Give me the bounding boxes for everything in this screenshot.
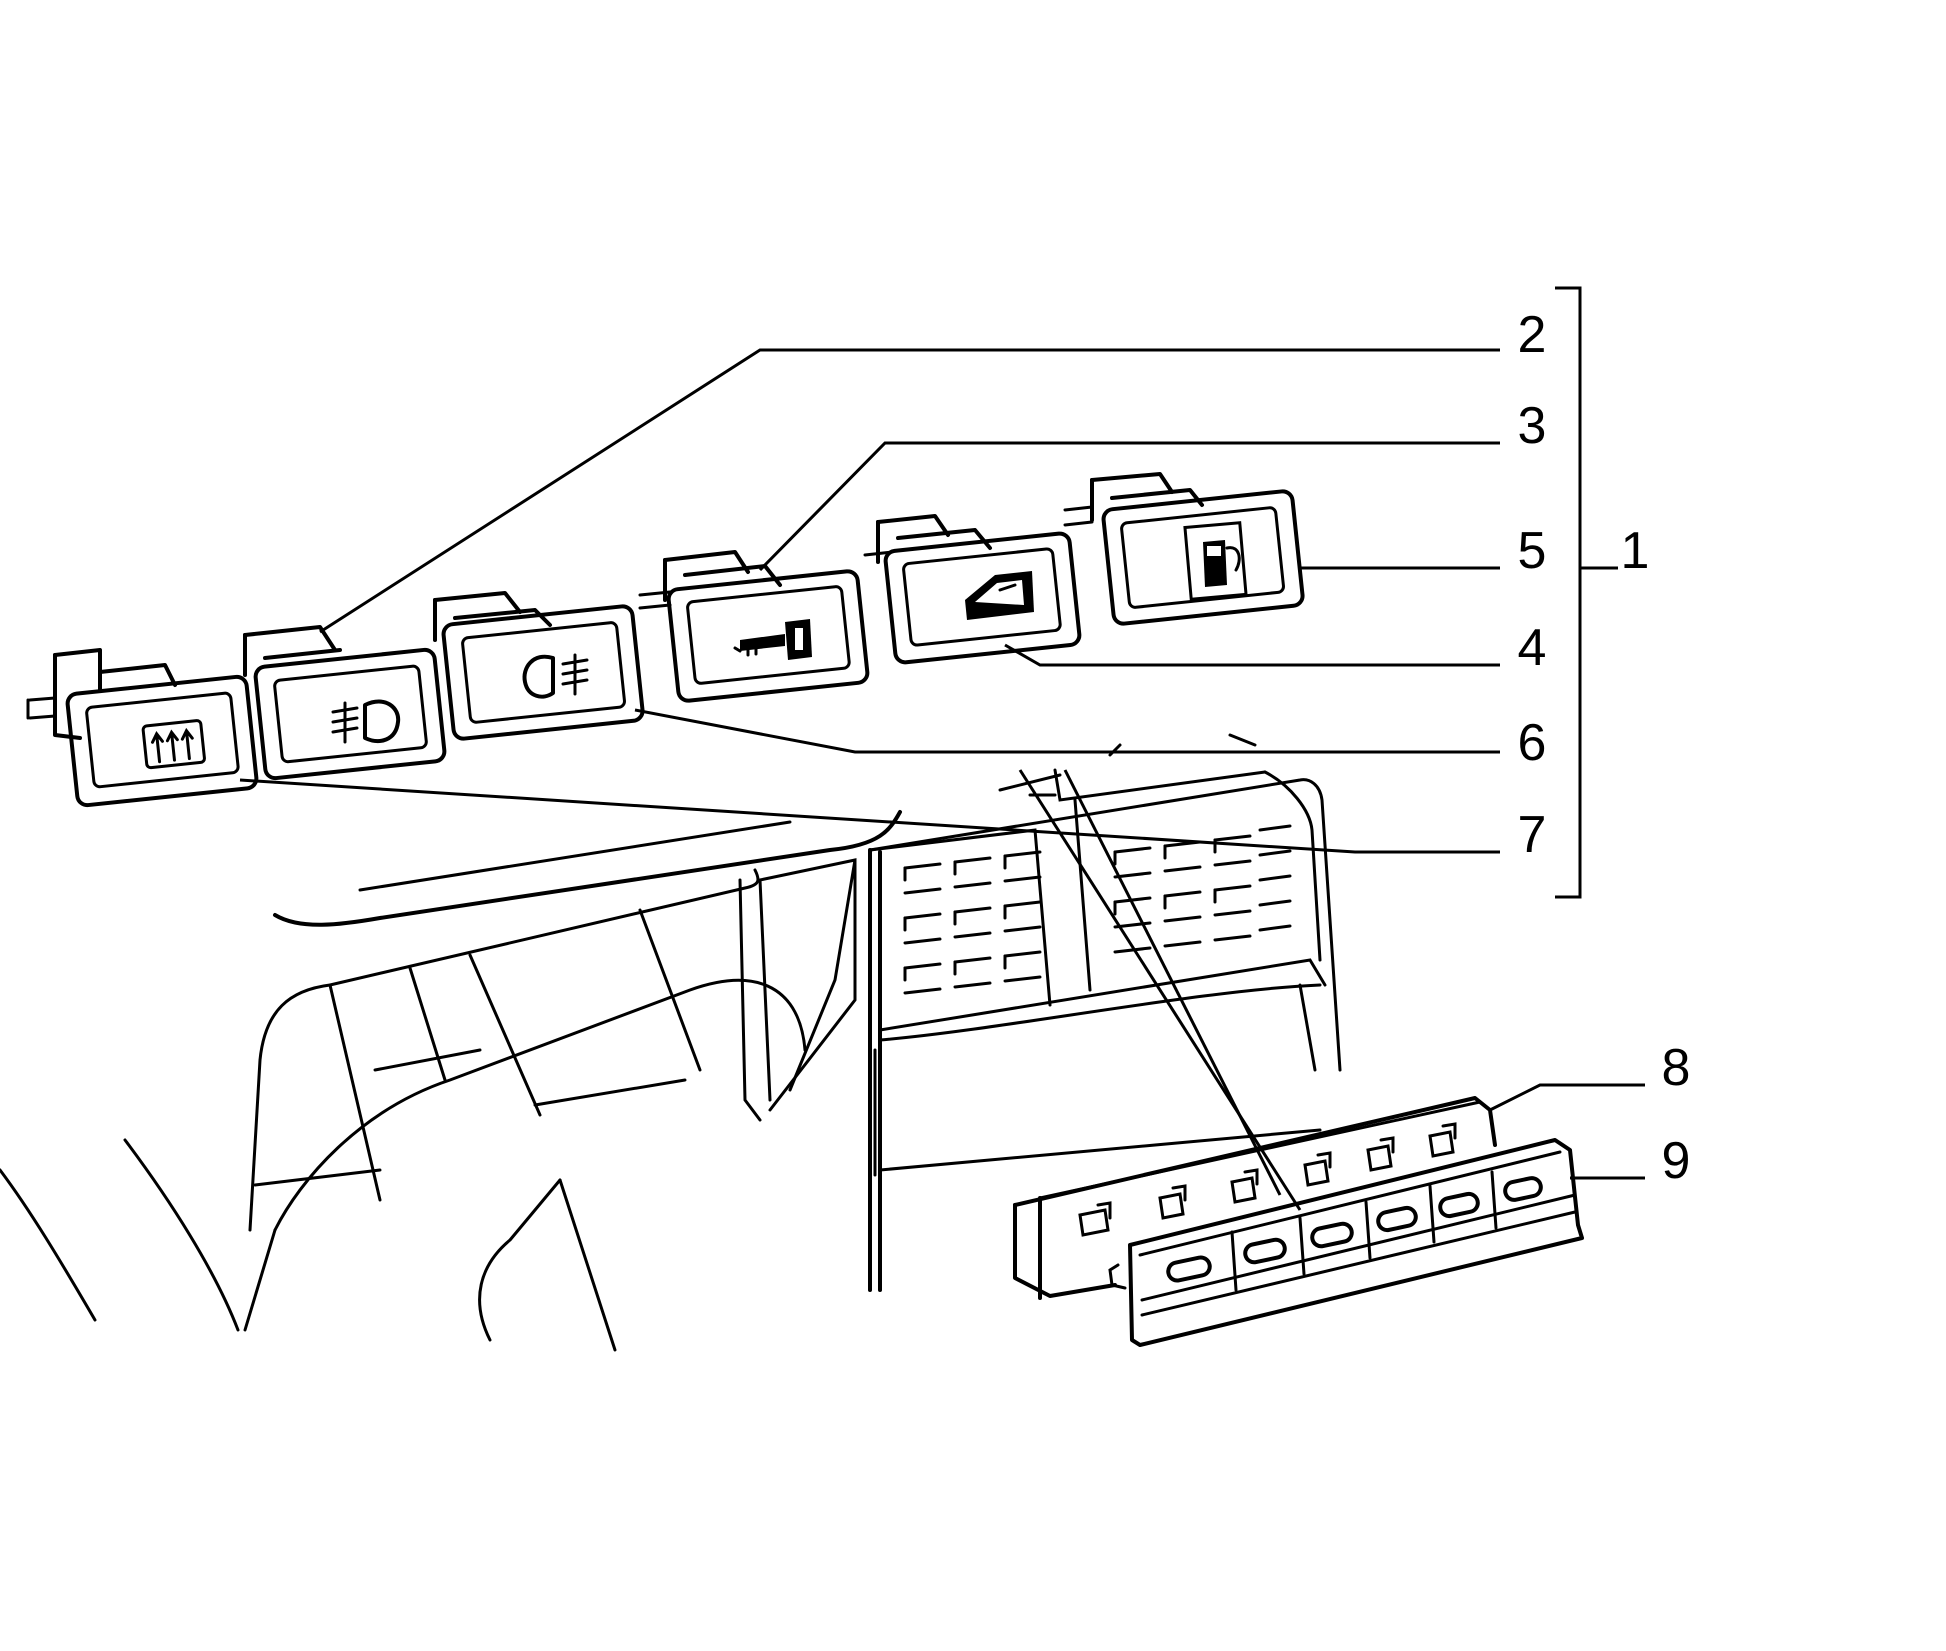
rear-defrost-icon <box>141 719 206 770</box>
power-window-icon <box>965 571 1034 620</box>
switch-housing-panel <box>1013 1096 1497 1300</box>
switch-rear-fog-lamp <box>433 591 645 741</box>
front-fog-lamp-icon <box>331 699 401 744</box>
callout-1: 1 <box>1621 522 1650 580</box>
switch-rear-defrost <box>26 648 259 808</box>
switch-bezel-frame <box>1108 1138 1584 1347</box>
callout-4: 4 <box>1518 619 1547 677</box>
switch-power-window <box>863 514 1082 665</box>
switch-fuel-pump <box>1063 472 1305 626</box>
dashboard-outline <box>0 733 1342 1352</box>
callout-9: 9 <box>1662 1132 1691 1190</box>
callout-8: 8 <box>1662 1039 1691 1097</box>
switch-front-fog-lamp <box>243 625 447 781</box>
leader-lines <box>239 286 1645 1211</box>
callout-3: 3 <box>1518 397 1547 455</box>
rear-fog-lamp-icon <box>522 653 589 699</box>
callout-2: 2 <box>1518 306 1547 364</box>
callout-7: 7 <box>1518 806 1547 864</box>
callout-6: 6 <box>1518 714 1547 772</box>
switch-key-lock <box>638 550 870 703</box>
callout-5: 5 <box>1518 522 1547 580</box>
callouts: 2 3 5 4 6 7 1 8 9 <box>1518 306 1691 1190</box>
key-lock-icon <box>733 619 812 660</box>
fuel-pump-icon <box>1183 521 1248 601</box>
